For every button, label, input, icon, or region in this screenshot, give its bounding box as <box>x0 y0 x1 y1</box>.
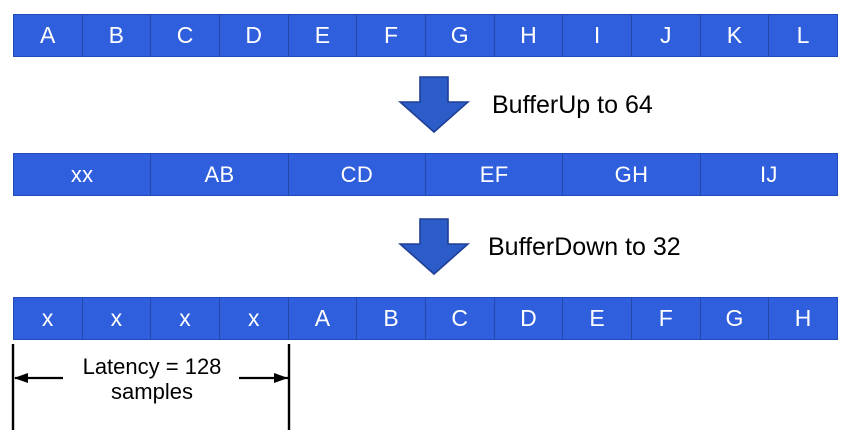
latency-label-line2: samples <box>111 378 193 404</box>
buffer-cell: x <box>83 298 152 339</box>
buffer-cell: E <box>563 298 633 339</box>
buffer-cell: x <box>14 298 83 339</box>
buffer-cell: D <box>495 298 564 339</box>
latency-label: Latency = 128 samples <box>52 354 252 404</box>
bufferup-step: BufferUp to 64 <box>398 76 653 134</box>
buffer-cell: GH <box>563 154 701 195</box>
buffer-cell: D <box>220 15 289 56</box>
down-arrow-icon <box>398 218 470 276</box>
buffer-cell: xx <box>14 154 152 195</box>
buffer-cell: IJ <box>759 161 778 187</box>
bufferdown-step: BufferDown to 32 <box>398 218 681 276</box>
latency-right-arrowhead <box>274 373 288 383</box>
buffer-cell: C <box>151 15 221 56</box>
buffer-cell: C <box>426 298 495 339</box>
buffer-cell: G <box>426 15 495 56</box>
buffer-cell: CD <box>289 154 426 195</box>
bufferup-buffer-row: xx AB CD EF GH IJ <box>13 153 838 196</box>
buffer-cell: F <box>632 298 701 339</box>
bufferdown-label: BufferDown to 32 <box>488 232 681 261</box>
latency-label-line1: Latency = 128 <box>82 354 222 379</box>
bufferdown-buffer-row: x x x x A B C D E F G H <box>13 297 838 340</box>
buffer-cell: x <box>220 298 289 339</box>
buffer-cell: F <box>357 15 427 56</box>
buffer-cell: E <box>289 15 358 56</box>
latency-measure <box>11 344 291 430</box>
buffer-cell: EF <box>426 154 564 195</box>
buffer-cell: H <box>794 305 812 331</box>
down-arrow-icon <box>398 76 470 134</box>
buffer-cell: A <box>289 298 358 339</box>
buffer-cell: G <box>701 298 770 339</box>
latency-left-arrowhead <box>14 373 28 383</box>
buffer-cell: x <box>151 298 221 339</box>
buffer-cell: K <box>701 15 770 56</box>
buffer-cell: B <box>357 298 427 339</box>
buffer-cell: AB <box>151 154 289 195</box>
buffer-cell: L <box>796 22 810 48</box>
buffer-cell: H <box>495 15 564 56</box>
input-buffer-row: A B C D E F G H I J K L <box>13 14 838 57</box>
buffer-cell: B <box>83 15 152 56</box>
buffer-cell: I <box>563 15 633 56</box>
buffer-cell: J <box>632 15 701 56</box>
bufferup-label: BufferUp to 64 <box>492 90 653 119</box>
buffer-cell: A <box>14 15 83 56</box>
